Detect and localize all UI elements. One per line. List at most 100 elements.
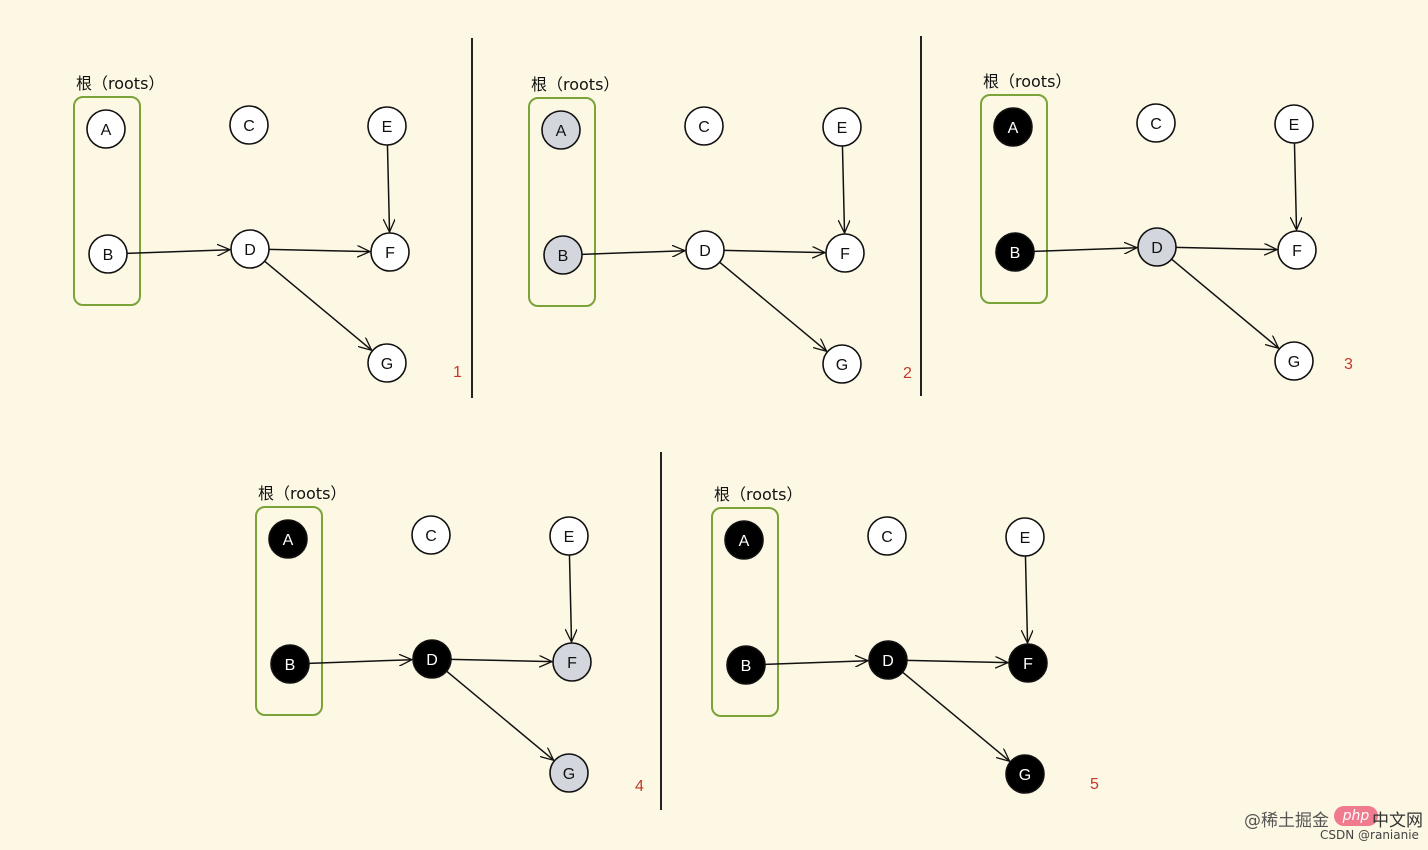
node-g-circle [822, 344, 862, 384]
node-e-label: E [1289, 117, 1300, 134]
root-box [711, 507, 779, 717]
node-c-label: C [881, 529, 893, 546]
node-g: G [1274, 341, 1314, 381]
node-d-label: D [244, 242, 256, 259]
edge-d-f [268, 249, 370, 251]
step-number: 1 [453, 364, 462, 381]
node-b-label: B [1010, 245, 1021, 262]
root-box [73, 96, 141, 306]
node-b: B [726, 645, 766, 685]
node-e-label: E [382, 119, 393, 136]
node-c-label: C [1150, 116, 1162, 133]
node-d-circle [1137, 227, 1177, 267]
node-e: E [822, 107, 862, 147]
node-d: D [1137, 227, 1177, 267]
step-number: 5 [1090, 776, 1099, 793]
node-e-circle [367, 106, 407, 146]
node-f-label: F [567, 655, 577, 672]
node-a: A [724, 520, 764, 560]
node-b-label: B [285, 657, 296, 674]
node-g: G [367, 343, 407, 383]
node-e-label: E [1020, 530, 1031, 547]
node-f-circle [1008, 643, 1048, 683]
node-a-label: A [283, 532, 294, 549]
node-d-circle [412, 639, 452, 679]
node-d: D [685, 230, 725, 270]
node-e: E [1005, 517, 1045, 557]
root-label: 根（roots） [531, 75, 619, 94]
watermark-site: @稀土掘金 [1244, 811, 1329, 831]
watermark-badge-label: php [1342, 808, 1370, 824]
node-d: D [868, 640, 908, 680]
node-f: F [1277, 230, 1317, 270]
root-box [255, 506, 323, 716]
root-label: 根（roots） [76, 74, 164, 93]
node-c: C [1136, 103, 1176, 143]
node-g: G [549, 753, 589, 793]
node-a-label: A [1008, 120, 1019, 137]
edge-d-f [723, 250, 825, 252]
node-g-label: G [836, 357, 848, 374]
panel-1: 根（roots） A B C D E F G [73, 74, 410, 383]
edge-e-f [387, 144, 389, 232]
node-c-label: C [698, 119, 710, 136]
node-a-circle [268, 519, 308, 559]
step-number: 2 [903, 365, 912, 382]
node-b: B [543, 235, 583, 275]
node-g-circle [1005, 754, 1045, 794]
node-a-circle [541, 110, 581, 150]
node-f: F [825, 233, 865, 273]
edge-d-f [450, 659, 552, 661]
node-c-circle [867, 516, 907, 556]
watermark-badge [1334, 806, 1378, 826]
node-a: A [993, 107, 1033, 147]
node-d: D [412, 639, 452, 679]
node-d-circle [868, 640, 908, 680]
node-e: E [367, 106, 407, 146]
node-d-circle [230, 229, 270, 269]
node-b: B [995, 232, 1035, 272]
node-b-circle [543, 235, 583, 275]
edge-e-f [1294, 142, 1296, 230]
node-c-label: C [243, 118, 255, 135]
node-f-label: F [840, 246, 850, 263]
node-b-label: B [103, 247, 114, 264]
node-f: F [370, 232, 410, 272]
node-f: F [1008, 643, 1048, 683]
edge-d-g [1171, 258, 1279, 348]
node-c: C [867, 516, 907, 556]
panel-2: 根（roots） A B C D E F G [528, 75, 865, 384]
node-e-circle [1274, 104, 1314, 144]
node-a-label: A [101, 122, 112, 139]
edge-e-f [1025, 555, 1027, 643]
node-b-circle [270, 644, 310, 684]
node-c-label: C [425, 528, 437, 545]
node-f-circle [825, 233, 865, 273]
node-f-label: F [385, 245, 395, 262]
node-c-circle [411, 515, 451, 555]
edge-d-g [264, 260, 372, 350]
node-g-label: G [381, 356, 393, 373]
edge-d-f [1175, 247, 1277, 249]
node-c-circle [1136, 103, 1176, 143]
node-c: C [229, 105, 269, 145]
node-b-circle [995, 232, 1035, 272]
node-c: C [411, 515, 451, 555]
node-a: A [86, 109, 126, 149]
edge-e-f [569, 554, 571, 642]
node-e-label: E [564, 529, 575, 546]
node-e-circle [1005, 517, 1045, 557]
node-a-label: A [556, 123, 567, 140]
node-c-circle [684, 106, 724, 146]
node-d: D [230, 229, 270, 269]
node-e-circle [549, 516, 589, 556]
node-a-label: A [739, 533, 750, 550]
edge-d-g [902, 671, 1010, 761]
watermark-site-suffix: 中文网 [1372, 811, 1423, 831]
edge-b-d [308, 660, 412, 664]
node-g-circle [549, 753, 589, 793]
node-e: E [1274, 104, 1314, 144]
